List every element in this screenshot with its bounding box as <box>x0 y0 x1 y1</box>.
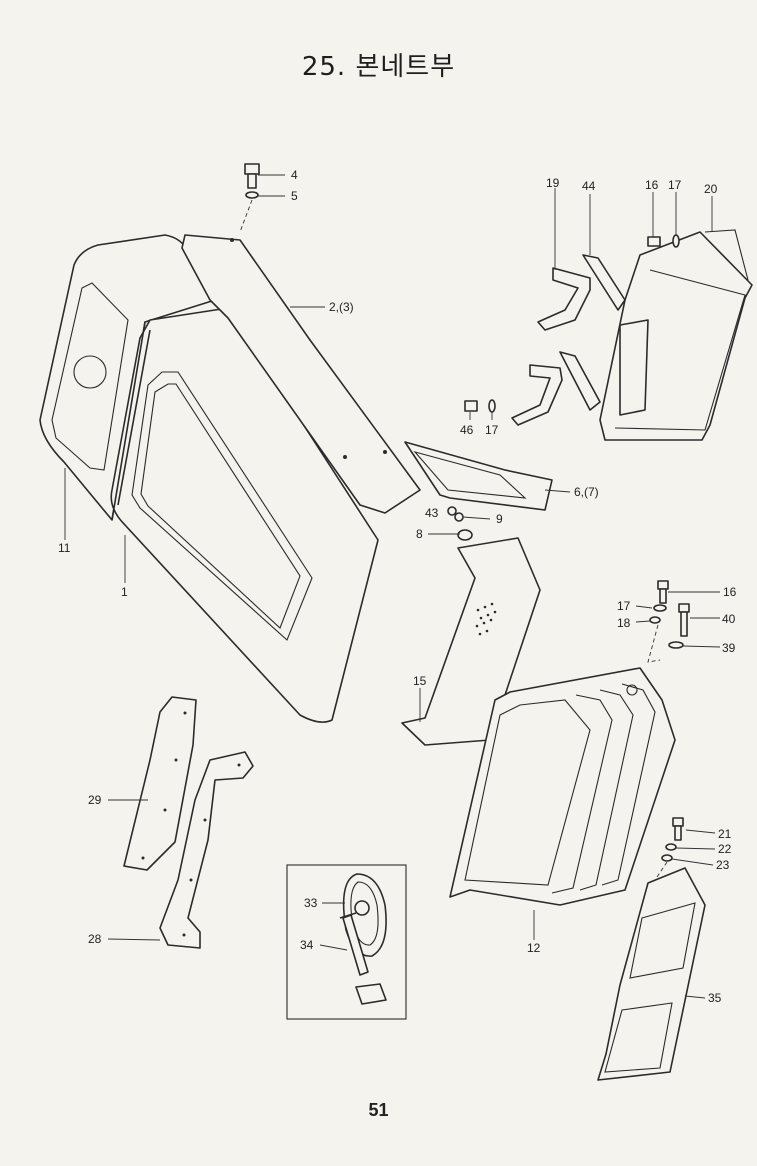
leader-lines <box>64 174 721 999</box>
side-panel-35 <box>597 867 706 1081</box>
callout-29: 29 <box>88 793 102 807</box>
callout-6-7: 6,(7) <box>574 485 599 499</box>
callout-9: 9 <box>496 512 503 526</box>
callout-33: 33 <box>304 896 318 910</box>
gas-spring-inset <box>286 864 407 1020</box>
callout-21: 21 <box>718 827 732 841</box>
side-cover-front-panel <box>39 234 216 521</box>
bolt-21-22-23 <box>661 817 684 862</box>
callout-12: 12 <box>527 941 541 955</box>
frame-bracket-assembly <box>511 229 753 441</box>
bolt-4 <box>244 163 260 189</box>
callout-5: 5 <box>291 189 298 203</box>
callout-43: 43 <box>425 506 439 520</box>
callout-39: 39 <box>722 641 736 655</box>
washer-5 <box>245 191 259 199</box>
callout-4: 4 <box>291 168 298 182</box>
callout-16-lower: 16 <box>723 585 737 599</box>
page-title: 25. 본네트부 <box>301 52 456 82</box>
callout-23: 23 <box>716 858 730 872</box>
callout-1: 1 <box>121 585 128 599</box>
main-bonnet-panel <box>110 307 379 723</box>
callout-28: 28 <box>88 932 102 946</box>
callout-19: 19 <box>546 176 560 190</box>
bracket-28 <box>159 751 254 949</box>
callout-34: 34 <box>300 938 314 952</box>
callout-17-lower: 17 <box>617 599 631 613</box>
callout-17-mid: 17 <box>485 423 499 437</box>
callout-40: 40 <box>722 612 736 626</box>
callout-17-upper: 17 <box>668 178 682 192</box>
callout-11: 11 <box>58 541 71 555</box>
callout-16-upper: 16 <box>645 178 659 192</box>
callout-18: 18 <box>617 616 631 630</box>
top-cover-plate <box>404 441 553 511</box>
bonnet-side-plate <box>181 234 421 514</box>
front-grille-12 <box>449 667 676 906</box>
bolt-16-40-39 <box>649 580 690 649</box>
callout-20: 20 <box>704 182 718 196</box>
rear-cover-15 <box>401 537 541 746</box>
callout-labels: 4 5 2,(3) 6,(7) 43 9 8 11 1 15 19 44 16 … <box>58 168 737 1005</box>
callout-15: 15 <box>413 674 427 688</box>
bolt-46 <box>464 399 496 413</box>
callout-44: 44 <box>582 179 596 193</box>
callout-35: 35 <box>708 991 722 1005</box>
callout-2-3: 2,(3) <box>329 300 354 314</box>
bracket-29 <box>123 696 197 871</box>
callout-22: 22 <box>718 842 732 856</box>
nut-8 <box>457 529 473 541</box>
callout-8: 8 <box>416 527 423 541</box>
page-number: 51 <box>368 1100 389 1120</box>
callout-46: 46 <box>460 423 474 437</box>
fastener-43-9 <box>447 506 464 522</box>
